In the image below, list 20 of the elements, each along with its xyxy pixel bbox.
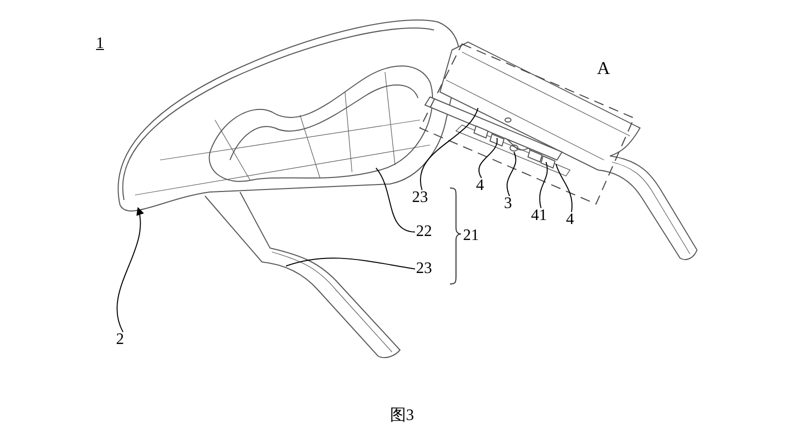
callout-number: 3: [504, 194, 512, 214]
leader-line: [420, 108, 478, 190]
callout-number: 4: [476, 176, 484, 196]
leader-line: [539, 162, 548, 208]
callout-number: 22: [416, 222, 432, 242]
figure-number: 1: [96, 34, 104, 54]
leader-arrow: [116, 207, 144, 332]
detail-label: A: [597, 58, 610, 78]
leader-line: [286, 258, 416, 270]
leader-line: [556, 164, 572, 212]
callout-number: 23: [416, 259, 432, 279]
callout-number: 21: [463, 226, 479, 246]
figure-caption: 图3: [390, 406, 414, 426]
callout-number: 41: [531, 206, 547, 226]
callout-number: 2: [116, 330, 124, 350]
callout-number: 23: [412, 188, 428, 208]
leader-line: [506, 152, 516, 196]
callout-number: 4: [566, 210, 574, 230]
leader-line: [478, 138, 498, 178]
leader-line: [376, 168, 416, 232]
